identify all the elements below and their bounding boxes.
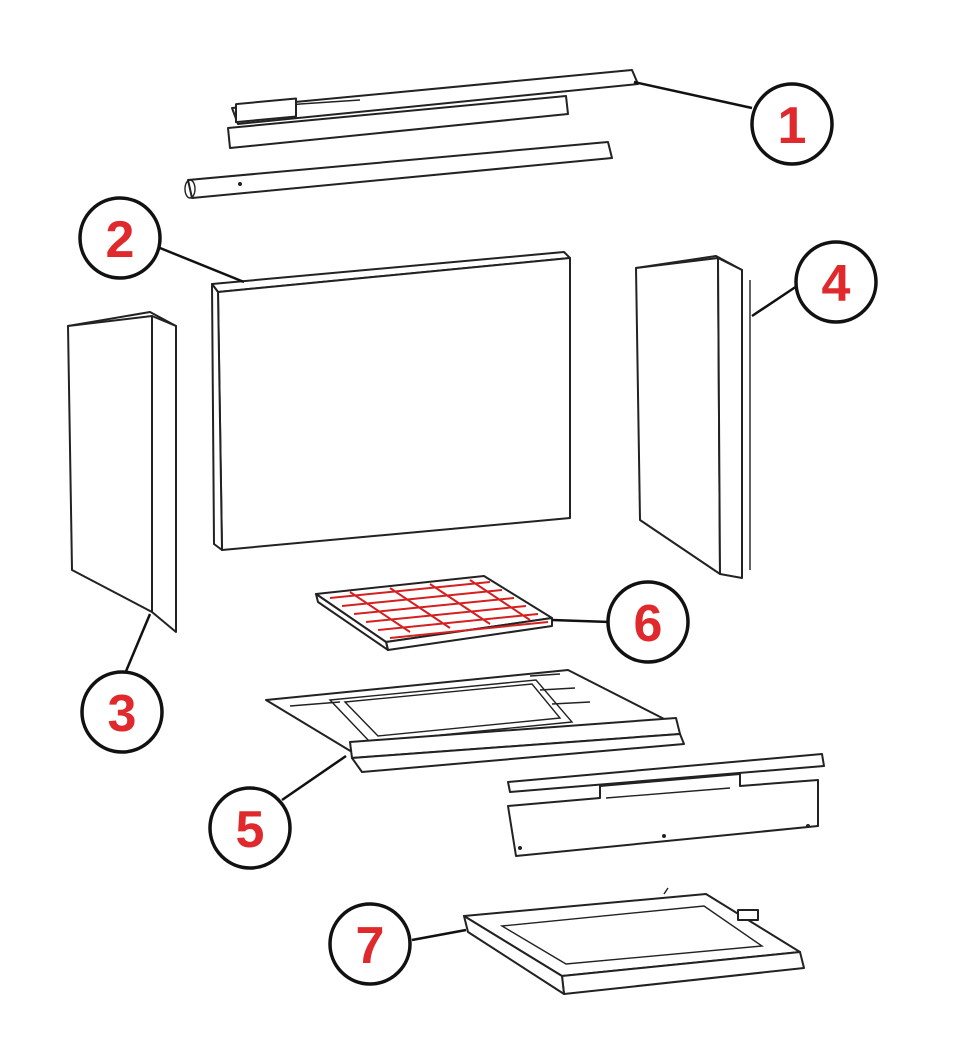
callout-6-label: 6 [634,595,663,653]
leader-1 [633,80,753,110]
callout-2-label: 2 [106,211,135,269]
leader-5 [281,754,347,802]
callout-5-label: 5 [236,801,265,859]
part-6-fire-grate[interactable] [315,575,553,651]
grate-bars [329,579,549,639]
leader-2 [159,246,245,284]
callout-4-label: 4 [822,255,851,313]
leader-lines [122,80,801,942]
front-ash-lip[interactable] [507,753,825,857]
callout-1-label: 1 [778,97,807,155]
callout-2: 2 [78,196,162,280]
callout-7: 7 [328,902,412,986]
callout-7-label: 7 [356,917,385,975]
callout-3-label: 3 [108,685,137,743]
callout-4: 4 [794,240,878,324]
part-3-left-panel[interactable] [67,311,177,633]
leader-6 [551,618,611,624]
leader-4 [751,282,801,318]
part-2-back-panel[interactable] [211,251,571,551]
callout-3: 3 [80,670,164,754]
leader-7 [411,928,467,942]
part-4-right-panel[interactable] [635,255,751,579]
part-5-base-plate[interactable] [265,669,685,773]
leader-3 [122,613,152,677]
callout-5: 5 [208,786,292,870]
callout-6: 6 [606,580,690,664]
part-1-top-baffle[interactable] [184,69,639,199]
callout-1: 1 [750,82,834,166]
part-7-ash-pan[interactable] [463,887,805,995]
